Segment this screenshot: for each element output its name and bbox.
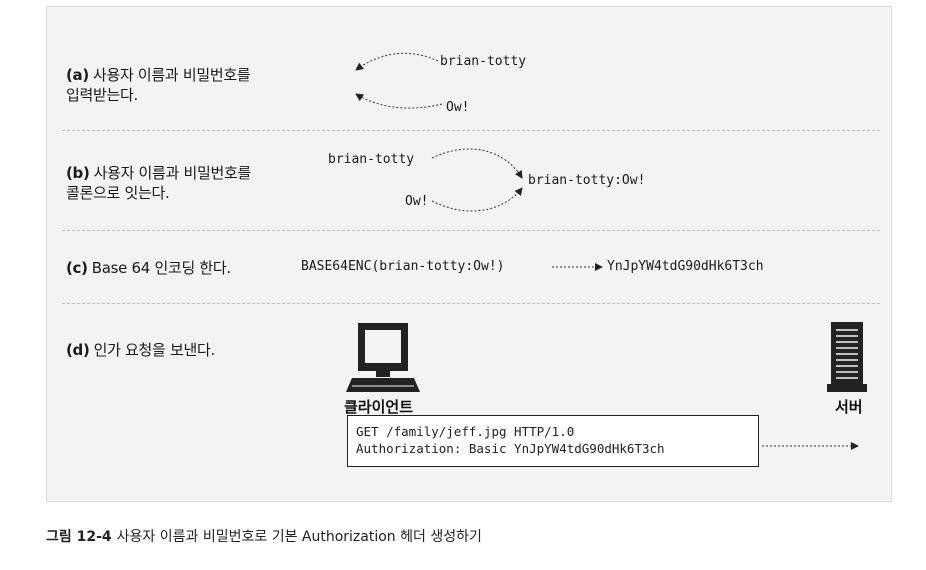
step-d-text: 인가 요청을 보낸다. [93, 341, 216, 359]
authorization-header: Authorization: Basic YnJpYW4tdG90dHk6T3c… [356, 441, 665, 456]
b-joined: brian-totty:Ow! [528, 173, 646, 188]
caption-text: 사용자 이름과 비밀번호로 기본 Authorization 헤더 생성하기 [116, 529, 482, 545]
step-a-line1: 사용자 이름과 비밀번호를 [92, 66, 251, 84]
c-input: BASE64ENC(brian-totty:Ow!) [301, 259, 505, 274]
http-request-box: GET /family/jeff.jpg HTTP/1.0 Authorizat… [347, 415, 759, 467]
client-label: 클라이언트 [344, 398, 414, 416]
step-b-line2: 콜론으로 잇는다. [66, 184, 170, 202]
divider [62, 130, 880, 131]
server-label: 서버 [835, 398, 863, 416]
step-d-tag: (d) [66, 341, 90, 359]
step-a-label: (a)사용자 이름과 비밀번호를 입력받는다. [66, 65, 251, 105]
step-c-text: Base 64 인코딩 한다. [91, 259, 231, 277]
server-icon [827, 322, 867, 392]
b-username-arrow [431, 148, 523, 179]
request-line: GET /family/jeff.jpg HTTP/1.0 [356, 424, 575, 439]
a-password: Ow! [446, 100, 470, 115]
step-c-label: (c)Base 64 인코딩 한다. [66, 258, 231, 278]
b-password: Ow! [405, 194, 429, 209]
step-d-label: (d)인가 요청을 보낸다. [66, 340, 215, 360]
computer-icon [346, 323, 420, 392]
step-a-line2: 입력받는다. [66, 86, 138, 104]
a-username: brian-totty [440, 54, 527, 69]
step-c-tag: (c) [66, 259, 88, 277]
b-password-arrow [431, 187, 523, 212]
a-password-arrow [355, 93, 443, 109]
c-output: YnJpYW4tdG90dHk6T3ch [607, 259, 764, 274]
b-username: brian-totty [328, 152, 415, 167]
step-a-tag: (a) [66, 66, 89, 84]
step-b-tag: (b) [66, 164, 90, 182]
step-b-line1: 사용자 이름과 비밀번호를 [93, 164, 252, 182]
a-username-arrow [355, 52, 439, 71]
divider [62, 230, 880, 231]
caption-number: 그림 12-4 [46, 529, 112, 545]
step-b-label: (b)사용자 이름과 비밀번호를 콜론으로 잇는다. [66, 163, 251, 203]
divider [62, 303, 880, 304]
